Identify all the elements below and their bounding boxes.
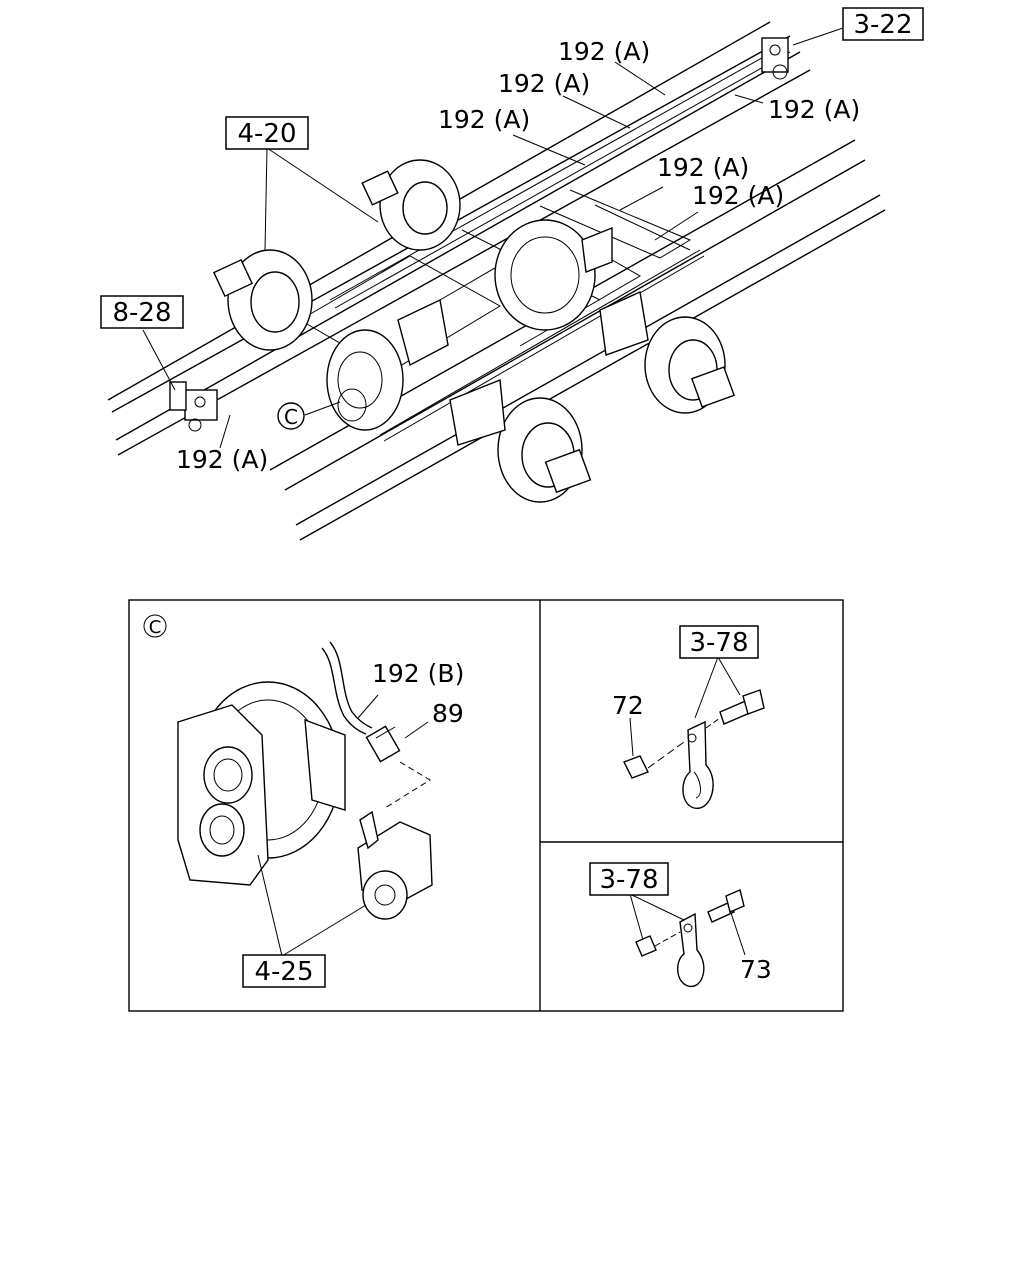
pipe-label: 192 (A) (558, 37, 650, 66)
actuator-detail (357, 810, 433, 920)
pipe-label: 192 (A) (438, 105, 530, 134)
pipe-label: 192 (A) (768, 95, 860, 124)
ref-box-4-20 (225, 116, 309, 150)
leader-lines (142, 27, 844, 449)
ref-box-8-28 (100, 295, 184, 329)
clip-bottom-leader (629, 893, 644, 941)
pipe-label: 192 (A) (657, 153, 749, 182)
ref-3-22: 3-22 (853, 10, 912, 40)
ref-4-25: 4-25 (254, 957, 313, 987)
ref-box-3-78-top (679, 625, 759, 659)
pipe-label: 192 (A) (176, 445, 268, 474)
callout-c-circle (277, 402, 305, 430)
nut-label: 72 (612, 691, 644, 720)
ref-box-3-22 (842, 7, 924, 41)
callout-c: C (284, 405, 298, 429)
clip-assembly-top (623, 689, 765, 809)
rear-axle-upper (212, 159, 461, 351)
ref-8-28: 8-28 (112, 298, 171, 328)
valve-block (169, 381, 218, 432)
clip-assembly-bottom (635, 889, 745, 987)
detail-c-marker: C (149, 617, 162, 638)
bolt-label: 73 (740, 955, 772, 984)
detail-c-leaders (257, 694, 431, 957)
detail-panel (128, 599, 844, 1012)
ref-box-3-78-bottom (589, 862, 669, 896)
detail-c-marker-circle (143, 614, 167, 638)
clip-bottom-leader (729, 909, 746, 956)
ref-4-20: 4-20 (237, 119, 296, 149)
clip-top-leader (717, 656, 741, 696)
clip-top-leader (694, 656, 719, 719)
ref-3-78-top: 3-78 (689, 628, 748, 658)
fitting-89 (365, 725, 401, 763)
differential-housings (326, 219, 649, 446)
pipe-label: 192 (A) (692, 181, 784, 210)
hose-192b (321, 641, 373, 735)
valve-block-top (761, 37, 789, 80)
fitting-label: 89 (432, 699, 464, 728)
hose-label: 192 (B) (372, 659, 464, 688)
clip-top-leader (629, 717, 634, 757)
diff-housing-detail (177, 681, 346, 886)
ref-box-4-25 (242, 954, 326, 988)
pipe-label: 192 (A) (498, 69, 590, 98)
ref-3-78-bottom: 3-78 (599, 865, 658, 895)
rear-axle-lower (497, 316, 736, 503)
clip-bottom-leader (629, 893, 685, 921)
